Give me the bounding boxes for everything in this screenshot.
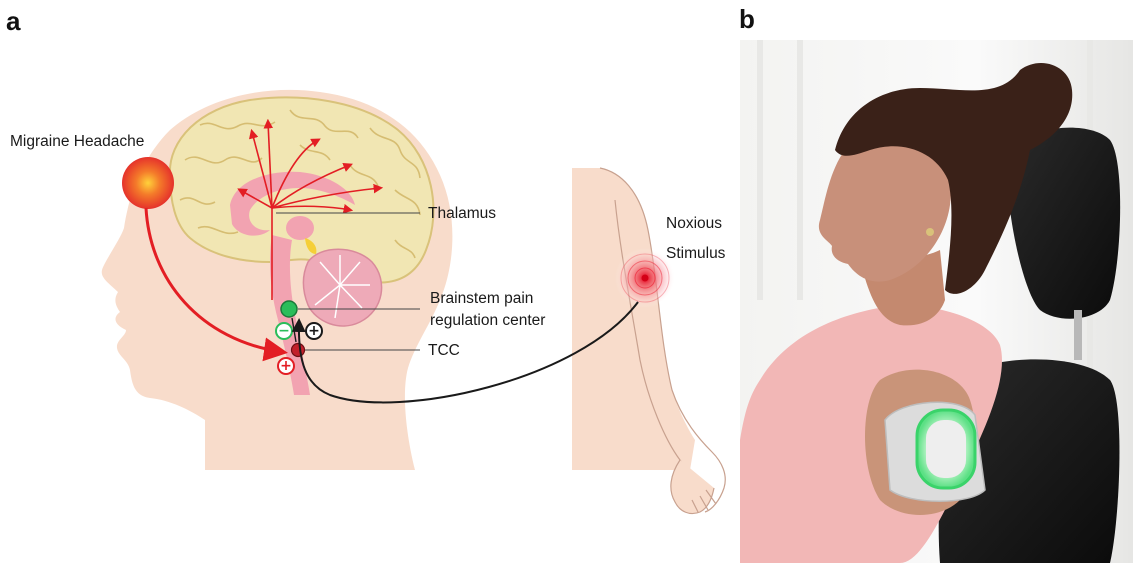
panel-b: b (739, 4, 1133, 563)
chair-post (1074, 310, 1082, 360)
panel-b-letter: b (739, 4, 755, 34)
plus-black-badge: + (306, 323, 322, 339)
thalamus-body (286, 216, 314, 240)
brainstem-label-line1: Brainstem pain (430, 290, 533, 307)
panel-a: a (6, 6, 726, 514)
stimulus-center (642, 275, 649, 282)
plus-red-sign: + (280, 358, 292, 374)
panel-a-letter: a (6, 6, 21, 36)
thalamus-label: Thalamus (428, 205, 496, 222)
person-earring (926, 228, 934, 236)
migraine-label: Migraine Headache (10, 133, 144, 150)
device-face (926, 420, 966, 478)
tcc-label: TCC (428, 342, 460, 359)
tcc-node (292, 344, 305, 357)
plus-black-sign: + (308, 323, 320, 339)
migraine-pain-spot (122, 157, 174, 209)
minus-sign: − (278, 323, 290, 339)
brainstem-label-line2: regulation center (430, 312, 545, 329)
hand-outline (671, 460, 716, 514)
minus-badge: − (276, 323, 292, 339)
plus-red-badge: + (278, 358, 294, 374)
brainstem-center-node (281, 301, 297, 317)
noxious-label-line1: Noxious (666, 215, 722, 232)
noxious-label-line2: Stimulus (666, 245, 726, 262)
